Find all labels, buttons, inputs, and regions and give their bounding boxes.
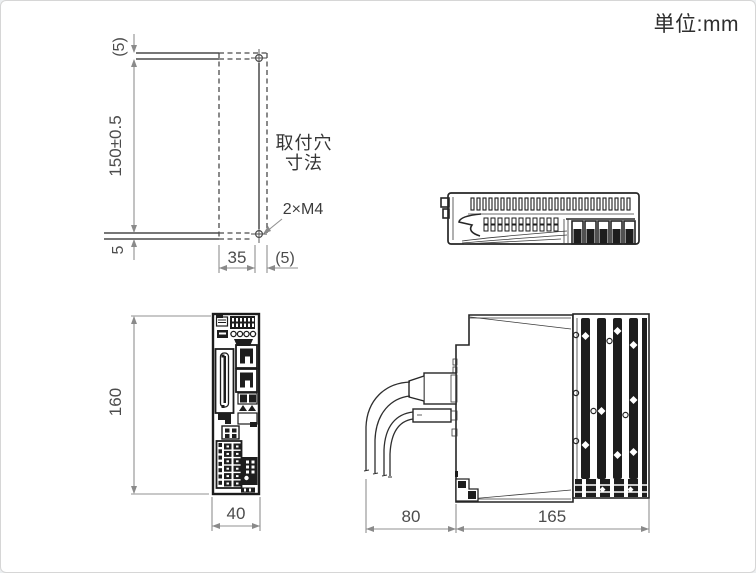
- dim-top-margin-label: (5): [111, 37, 128, 57]
- front-view-dimensions: 160 40: [106, 315, 261, 531]
- front-view-drawing: 160 40: [106, 312, 261, 531]
- dim-hole-offset-label: 35: [228, 248, 247, 267]
- unit-label: 単位:mm: [653, 13, 739, 36]
- terminal-screw-row: [483, 217, 559, 232]
- dimension-annotations: (5) 150±0.5 5 35 (5) 2×M4: [106, 34, 323, 273]
- caption-line1: 取付穴: [276, 133, 333, 153]
- front-width-label: 40: [227, 504, 246, 523]
- bottom-front-latch: [455, 471, 479, 502]
- front-spout-shape: [458, 213, 482, 237]
- side-view-dimensions: 80 165: [365, 479, 650, 533]
- dim-hole-pitch-label: 150±0.5: [106, 115, 125, 176]
- rotary-switches: [230, 330, 257, 338]
- side-body-outline: [451, 314, 574, 503]
- front-height-label: 160: [106, 388, 125, 416]
- cables: [363, 381, 414, 478]
- rj45-port-2: [235, 368, 258, 393]
- cable-edge-lines: [461, 230, 568, 245]
- mounting-hole-diagram: (5) 150±0.5 5 35 (5) 2×M4: [104, 34, 333, 273]
- power-terminal-block: [215, 440, 243, 489]
- front-panel-components: [214, 314, 258, 493]
- heatsink-side: [572, 313, 650, 499]
- dip-switch-block: [230, 316, 255, 329]
- hole-callout-label: 2×M4: [283, 201, 324, 218]
- mounting-holes: [251, 49, 267, 243]
- dim-bottom-margin-label: 5: [110, 245, 127, 254]
- heatsink-fins-top: [563, 218, 636, 245]
- side-view-drawing: 80 165: [363, 313, 650, 533]
- encoder-connector: [242, 457, 258, 485]
- display-window: [215, 316, 229, 327]
- dim-side-margin-label: (5): [275, 250, 295, 267]
- front-cable-connectors: [408, 372, 458, 423]
- heatsink-base-hatch: [575, 479, 647, 497]
- top-vent-slots: [470, 197, 631, 211]
- io-connector: [214, 348, 235, 420]
- safety-connector: [237, 392, 258, 411]
- diagram-caption: 取付穴 寸法: [276, 133, 333, 173]
- cable-clearance-label: 80: [402, 507, 421, 526]
- bracket-outline: [104, 52, 268, 240]
- brake-connector: [221, 425, 240, 440]
- top-view-drawing: [440, 192, 640, 245]
- depth-label: 165: [538, 507, 566, 526]
- caption-line2: 寸法: [285, 153, 323, 173]
- rj45-port-1: [235, 344, 258, 369]
